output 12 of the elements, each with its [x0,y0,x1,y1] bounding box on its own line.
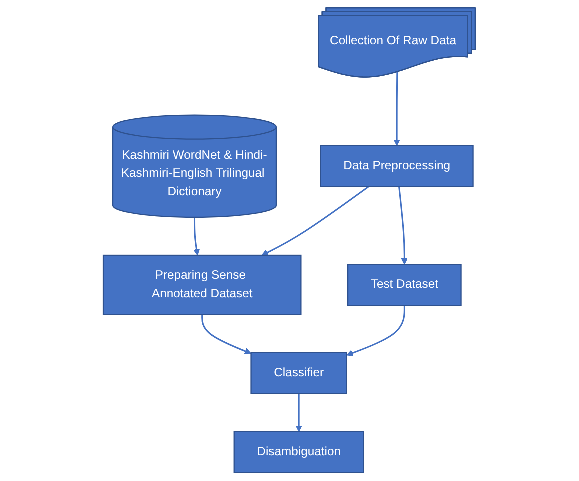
arrow [193,217,200,256]
node-box: Preparing Sense Annotated Dataset [102,254,302,316]
arrow [296,394,302,432]
node-box: Data Preprocessing [320,145,474,188]
arrow [394,72,400,146]
arrow [346,306,406,356]
node-box: Test Dataset [347,264,462,306]
node-box: Classifier [250,352,348,394]
node-box: Disambiguation [234,431,364,474]
arrow [202,314,252,355]
arrow [262,186,370,256]
arrow [398,186,408,265]
